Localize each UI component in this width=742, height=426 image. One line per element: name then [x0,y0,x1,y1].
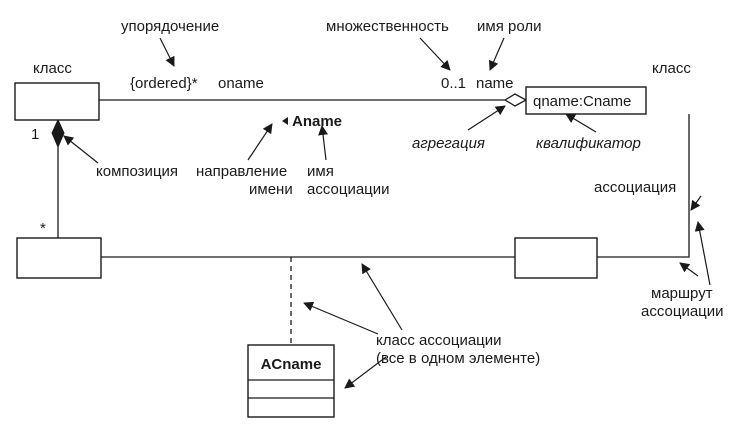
aggregation-arrow [467,105,506,131]
multiplicity-star-label: * [40,220,46,237]
role-oname-label: oname [218,75,264,92]
multiplicity-one-label: 1 [31,126,39,143]
role-name-arrow [489,37,505,71]
qualifier-arrow [565,113,597,133]
association-name-callout-line2: ассоциации [307,181,390,198]
assoc-class-arrow-box [344,356,387,389]
ordering-callout-label: упорядочение [121,18,219,35]
association-name-label: Aname [292,113,342,130]
ordered-constraint-label: {ordered}* [130,75,198,92]
composition-callout-label: композиция [96,163,178,180]
association-route-line [597,114,690,258]
class-left-label: класс [33,60,72,77]
association-class-acname: ACname [247,344,335,418]
name-direction-label-line1: направление [196,163,287,180]
assoc-class-callout-line2: (все в одном элементе) [376,350,540,367]
assoc-class-arrow-dashed [303,301,379,335]
association-callout-label: ассоциация [594,179,676,196]
route-callout-line2: ассоциации [641,303,724,320]
composition-arrow [63,135,99,164]
name-direction-triangle-icon [282,117,288,125]
class-box-top-left [14,82,100,121]
ordering-arrow [159,37,175,67]
association-name-arrow [318,125,329,161]
assoc-class-arrow-line [361,263,403,331]
association-class-name: ACname [261,356,322,373]
route-arrow-lower [679,262,699,277]
qualifier-callout-label: квалификатор [536,135,641,152]
association-arrow [690,195,702,211]
class-box-bottom-left [16,237,102,279]
role-name-callout-label: имя роли [477,18,541,35]
multiplicity-callout-label: множественность [326,18,449,35]
name-direction-label-line2: имени [249,181,293,198]
association-class-box [247,344,335,418]
qualifier-label: qname:Cname [533,93,631,110]
class-box-bottom-right [514,237,598,279]
multiplicity-arrow [419,37,451,71]
aggregation-diamond-icon [503,93,528,107]
assoc-class-callout-line1: класс ассоциации [376,332,502,349]
association-name-callout-line1: имя [307,163,334,180]
route-callout-line1: маршрут [651,285,713,302]
aggregation-callout-label: агрегация [412,135,485,152]
role-name-label: name [476,75,514,92]
composition-diamond-icon [51,118,65,149]
route-arrow-upper [694,221,711,286]
multiplicity-range-label: 0..1 [441,75,466,92]
qualifier-box [525,86,647,115]
name-direction-arrow [247,123,273,161]
class-right-label: класс [652,60,691,77]
